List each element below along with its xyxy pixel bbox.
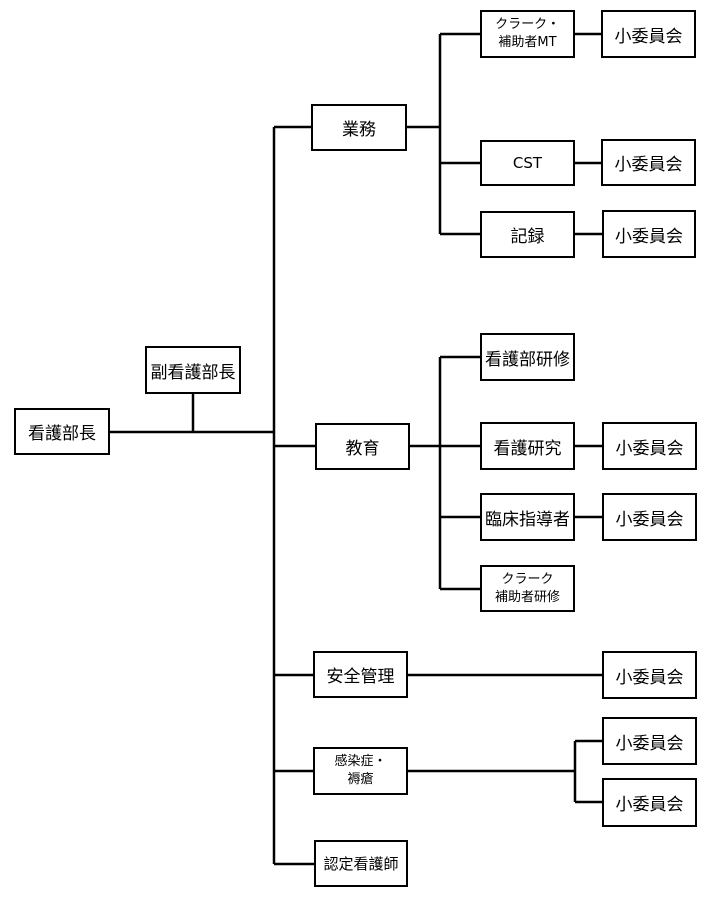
node-committee: 小委員会 bbox=[602, 210, 696, 258]
node-unit-kango-kenshu: 看護部研修 bbox=[480, 333, 575, 381]
node-committee: 小委員会 bbox=[602, 493, 697, 541]
node-committee-label: 小委員会 bbox=[615, 438, 684, 459]
node-unit-kango-kenshu-label: 看護部研修 bbox=[485, 349, 570, 370]
node-dept-nintei-label: 認定看護師 bbox=[323, 855, 399, 873]
node-unit-rinsho-label: 臨床指導者 bbox=[485, 509, 570, 530]
node-dept-kansen-label: 感染症・ 褥瘡 bbox=[334, 754, 387, 787]
node-unit-kango-kenkyu-label: 看護研究 bbox=[493, 438, 562, 459]
node-committee: 小委員会 bbox=[601, 10, 696, 58]
node-committee: 小委員会 bbox=[602, 651, 697, 699]
node-dept-nintei: 認定看護師 bbox=[314, 840, 408, 887]
node-unit-clerk-kenshu: クラーク 補助者研修 bbox=[480, 565, 575, 612]
node-committee-label: 小委員会 bbox=[615, 795, 684, 815]
node-unit-clerk-mt: クラーク・ 補助者MT bbox=[480, 10, 575, 58]
node-dept-kansen: 感染症・ 褥瘡 bbox=[313, 747, 408, 795]
node-dept-gyomu-label: 業務 bbox=[342, 120, 376, 140]
node-committee-label: 小委員会 bbox=[614, 155, 683, 175]
node-director: 看護部長 bbox=[14, 408, 110, 455]
node-unit-kango-kenkyu: 看護研究 bbox=[480, 422, 575, 470]
node-committee: 小委員会 bbox=[602, 717, 697, 765]
node-committee-label: 小委員会 bbox=[615, 667, 684, 688]
node-committee-label: 小委員会 bbox=[614, 26, 683, 47]
node-director-label: 看護部長 bbox=[28, 424, 96, 444]
node-dept-gyomu: 業務 bbox=[311, 104, 407, 151]
node-unit-clerk-kenshu-label: クラーク 補助者研修 bbox=[494, 571, 560, 605]
node-deputy: 副看護部長 bbox=[145, 346, 241, 394]
node-unit-cst-label: CST bbox=[512, 154, 543, 172]
node-unit-rinsho: 臨床指導者 bbox=[480, 493, 575, 541]
node-unit-kiroku: 記録 bbox=[480, 211, 575, 258]
node-committee-label: 小委員会 bbox=[615, 226, 683, 247]
node-committee: 小委員会 bbox=[602, 422, 697, 470]
node-unit-clerk-mt-label: クラーク・ 補助者MT bbox=[495, 17, 560, 50]
node-committee: 小委員会 bbox=[602, 778, 697, 827]
node-committee: 小委員会 bbox=[601, 139, 696, 186]
node-unit-cst: CST bbox=[480, 140, 575, 186]
node-dept-anzen-label: 安全管理 bbox=[326, 667, 395, 687]
node-dept-anzen: 安全管理 bbox=[313, 651, 408, 698]
node-committee-label: 小委員会 bbox=[615, 509, 684, 530]
node-unit-kiroku-label: 記録 bbox=[510, 227, 545, 247]
node-deputy-label: 副看護部長 bbox=[150, 362, 236, 383]
node-committee-label: 小委員会 bbox=[615, 733, 684, 754]
node-dept-kyoiku-label: 教育 bbox=[345, 439, 380, 459]
node-dept-kyoiku: 教育 bbox=[315, 423, 410, 470]
